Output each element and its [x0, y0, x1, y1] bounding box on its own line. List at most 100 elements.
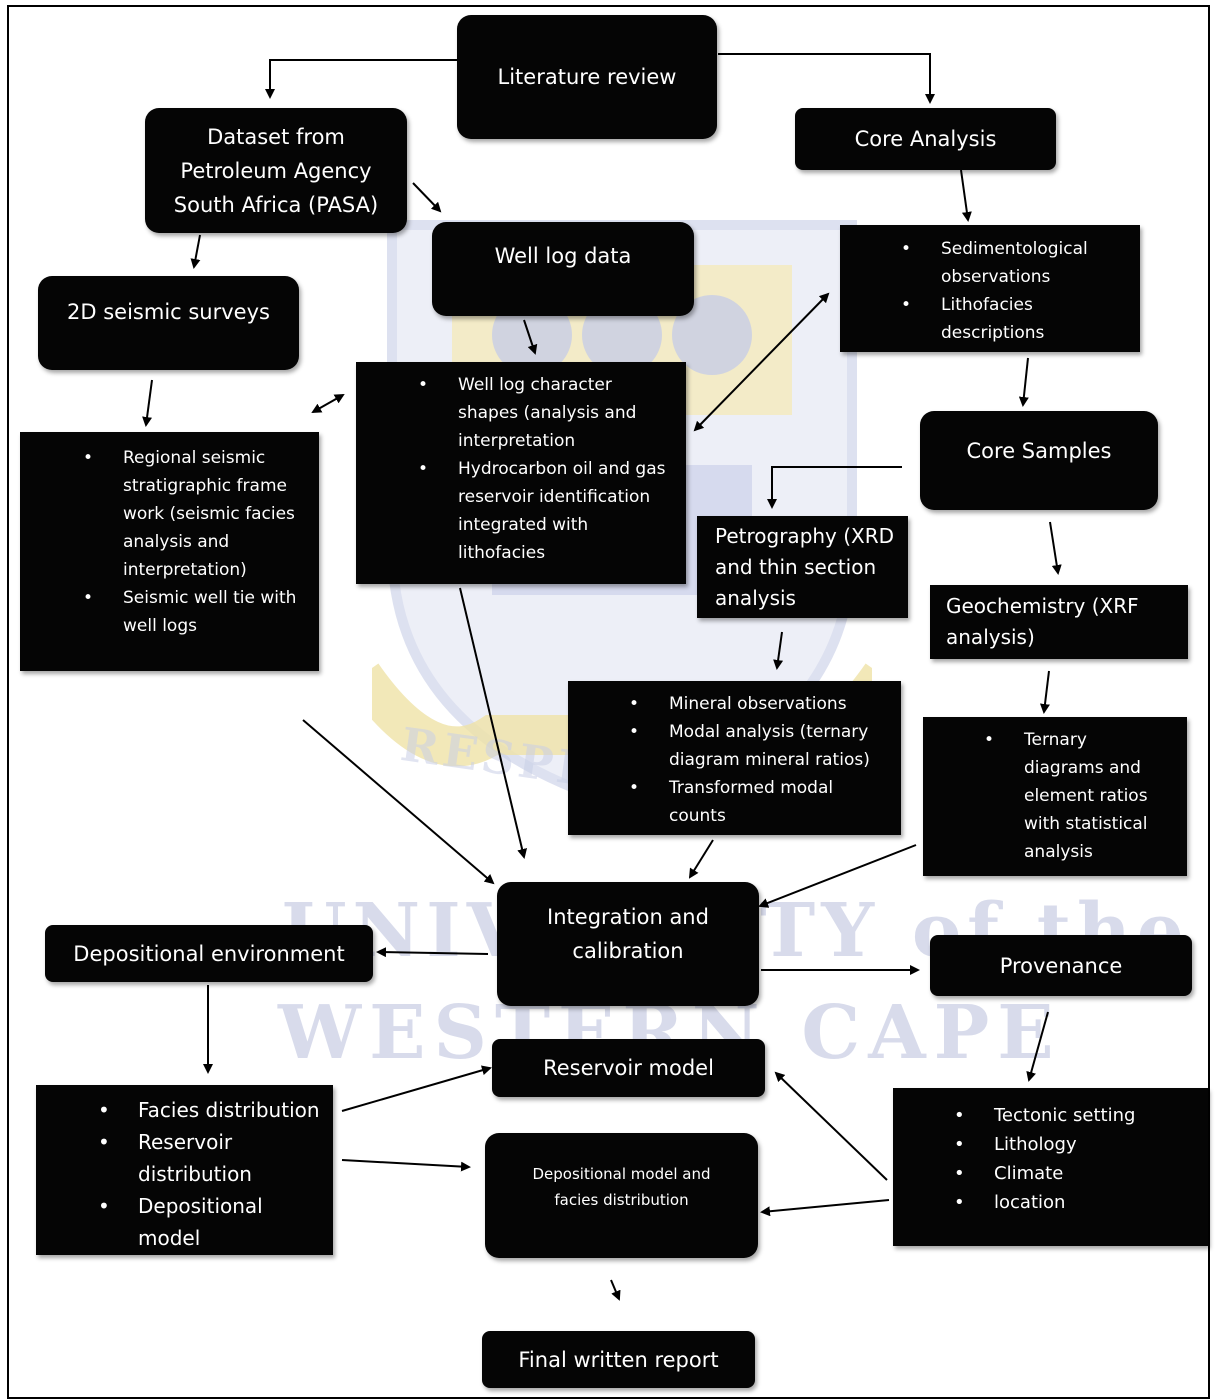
- arrow-core-samples-to-petrography: [767, 466, 902, 509]
- box-tectonic-setting: Tectonic setting Lithology Climate locat…: [893, 1088, 1208, 1246]
- reservoir-model-label: Reservoir model: [543, 1056, 714, 1080]
- depositional-model-label-line-1: Depositional model and: [532, 1165, 711, 1183]
- arrow-sedimentology-well-log-bidirectional: [693, 292, 830, 432]
- list-item-text: Reservoir: [138, 1130, 233, 1154]
- literature-review-label: Literature review: [497, 65, 677, 89]
- arrow-literature-to-core-analysis: [718, 53, 935, 104]
- provenance-label: Provenance: [999, 953, 1123, 978]
- node-core-samples: Core Samples: [920, 411, 1158, 510]
- node-integration-calibration: Integration and calibration: [497, 882, 759, 1006]
- list-item-text: well logs: [123, 616, 197, 636]
- list-item-text: work (seismic facies: [123, 504, 295, 524]
- diagram-frame: [7, 5, 1210, 1399]
- arrow-provenance-to-tectonic: [1026, 1011, 1049, 1082]
- arrow-sedimentology-to-core-samples: [1018, 357, 1029, 407]
- node-pasa-dataset: Dataset from Petroleum Agency South Afri…: [145, 108, 407, 233]
- box-facies-distribution: Facies distribution Reservoir distributi…: [36, 1085, 333, 1255]
- node-petrography: Petrography (XRD and thin section analys…: [697, 516, 908, 618]
- pasa-label-line-1: Dataset from: [207, 124, 345, 149]
- facies-list: Facies distribution Reservoir distributi…: [98, 1094, 327, 1254]
- list-item: Modal analysis (ternary diagram mineral …: [629, 718, 893, 774]
- node-final-written-report: Final written report: [482, 1331, 755, 1388]
- list-item-text: stratigraphic frame: [123, 476, 287, 496]
- list-item-text: element ratios: [1024, 786, 1148, 806]
- list-item-text: Climate: [994, 1163, 1064, 1184]
- list-item-text: integrated with: [458, 515, 589, 535]
- arrow-facies-to-depositional-model: [341, 1159, 471, 1172]
- list-item-text: diagrams and: [1024, 758, 1141, 778]
- node-2d-seismic-surveys: 2D seismic surveys: [38, 276, 299, 370]
- list-item-text: diagram mineral ratios): [669, 750, 870, 770]
- list-item-text: with statistical: [1024, 814, 1148, 834]
- list-item: Ternary diagrams and element ratios with…: [984, 726, 1179, 866]
- node-core-analysis: Core Analysis: [795, 108, 1056, 170]
- arrow-well-log-to-integration: [459, 587, 528, 859]
- box-sedimentological-observations: Sedimentological observations Lithofacie…: [840, 225, 1140, 352]
- seismic-list: Regional seismic stratigraphic frame wor…: [83, 444, 311, 640]
- list-item-text: descriptions: [941, 323, 1045, 343]
- final-report-label: Final written report: [518, 1347, 719, 1372]
- arrow-literature-to-pasa: [265, 59, 458, 99]
- petrography-label-line-3: analysis: [715, 585, 796, 610]
- integration-label-line-1: Integration and: [547, 905, 709, 929]
- list-item-text: Lithofacies: [941, 295, 1033, 315]
- core-samples-label: Core Samples: [966, 439, 1112, 463]
- arrow-integration-to-depositional-environment: [376, 947, 489, 958]
- arrow-depositional-model-to-report: [610, 1279, 621, 1301]
- list-item-text: Facies distribution: [138, 1098, 320, 1122]
- arrow-mineral-to-integration: [688, 839, 714, 879]
- list-item-text: Tectonic setting: [994, 1105, 1136, 1126]
- list-item-text: counts: [669, 806, 726, 826]
- arrow-seismic-to-integration: [302, 719, 495, 885]
- pasa-label-line-2: Petroleum Agency: [180, 158, 372, 183]
- box-seismic-interpretation: Regional seismic stratigraphic frame wor…: [20, 432, 319, 671]
- list-item: Reservoir distribution: [98, 1126, 327, 1190]
- list-item-text: interpretation: [458, 431, 576, 451]
- list-item: location: [954, 1188, 1200, 1217]
- node-reservoir-model: Reservoir model: [492, 1039, 765, 1097]
- list-item-text: Transformed modal: [669, 778, 834, 798]
- list-item-text: location: [994, 1192, 1066, 1213]
- list-item: Sedimentological observations: [901, 235, 1130, 291]
- arrow-tectonic-to-depositional-model: [760, 1199, 890, 1217]
- petrography-label-line-1: Petrography (XRD: [715, 523, 895, 548]
- arrow-seismic-to-list: [142, 379, 153, 427]
- ternary-list: Ternary diagrams and element ratios with…: [984, 726, 1179, 866]
- node-depositional-environment: Depositional environment: [45, 925, 373, 982]
- node-literature-review: Literature review: [457, 15, 717, 139]
- core-analysis-label: Core Analysis: [854, 127, 997, 151]
- mineral-list: Mineral observations Modal analysis (ter…: [629, 690, 893, 830]
- list-item-text: Modal analysis (ternary: [669, 722, 869, 742]
- list-item-text: analysis and: [123, 532, 230, 552]
- list-item: Regional seismic stratigraphic frame wor…: [83, 444, 311, 584]
- box-ternary-diagrams: Ternary diagrams and element ratios with…: [923, 717, 1187, 876]
- list-item: Seismic well tie with well logs: [83, 584, 311, 640]
- arrow-petrography-to-mineral: [773, 631, 784, 670]
- sedimentology-list: Sedimentological observations Lithofacie…: [901, 235, 1130, 347]
- list-item-text: Lithology: [994, 1134, 1077, 1155]
- list-item-text: reservoir identification: [458, 487, 651, 507]
- petrography-label-line-2: and thin section: [715, 554, 877, 579]
- list-item-text: analysis: [1024, 842, 1093, 862]
- list-item-text: observations: [941, 267, 1051, 287]
- arrow-well-log-data-to-list: [523, 319, 538, 355]
- list-item: Well log character shapes (analysis and …: [418, 371, 676, 455]
- list-item: Lithofacies descriptions: [901, 291, 1130, 347]
- list-item-text: interpretation): [123, 560, 247, 580]
- list-item: Hydrocarbon oil and gas reservoir identi…: [418, 455, 676, 567]
- arrow-pasa-to-seismic: [190, 234, 201, 269]
- node-provenance: Provenance: [930, 935, 1192, 996]
- well-log-list: Well log character shapes (analysis and …: [418, 371, 676, 567]
- tectonic-list: Tectonic setting Lithology Climate locat…: [954, 1101, 1200, 1217]
- arrow-pasa-to-well-log: [412, 182, 442, 213]
- node-depositional-model: Depositional model and facies distributi…: [485, 1133, 758, 1258]
- well-log-data-label: Well log data: [494, 244, 632, 268]
- list-item-text: Regional seismic: [123, 448, 266, 468]
- list-item-text: Ternary: [1024, 730, 1087, 750]
- list-item: Lithology: [954, 1130, 1200, 1159]
- geochemistry-label-line-2: analysis): [946, 625, 1035, 649]
- list-item-text: lithofacies: [458, 543, 546, 563]
- list-item: Facies distribution: [98, 1094, 327, 1126]
- arrow-geochemistry-to-ternary: [1040, 670, 1050, 714]
- arrow-core-analysis-to-sedimentology: [960, 169, 972, 222]
